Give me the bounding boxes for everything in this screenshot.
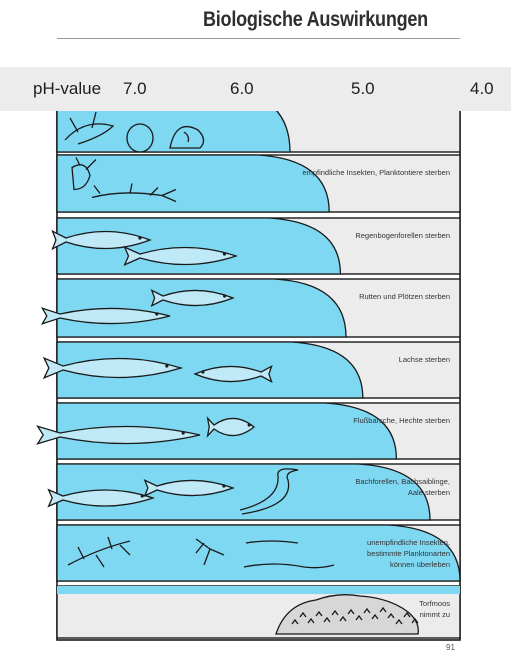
salmon-drawing-eye: [165, 364, 168, 367]
perch-drawing-eye: [248, 423, 251, 426]
pike-drawing-eye: [182, 431, 185, 434]
water-surface-strip: [57, 586, 460, 594]
panel-caption: Rutten und Plötzen sterben: [359, 292, 450, 301]
panel-caption: Regenbogenforellen sterben: [355, 231, 450, 240]
panel-burbot-roach: Rutten und Plötzen sterben: [42, 279, 460, 337]
salmon-drawing-2-eye: [201, 370, 204, 373]
rainbow-trout-drawing-eye: [138, 236, 141, 239]
panel-caption: Bachforellen, Bachsaiblinge,: [355, 477, 450, 486]
brook-trout-drawing-eye: [141, 494, 144, 497]
ph-label-6: 6.0: [230, 79, 254, 99]
rainbow-trout-drawing-2-eye: [223, 252, 226, 255]
ph-label-5: 5.0: [351, 79, 375, 99]
panel-tolerant-insects: unempfindliche Insekten, bestimmte Plankt…: [57, 525, 460, 581]
panel-caption: Flußbarsche, Hechte sterben: [353, 416, 450, 425]
panel-caption: können überleben: [390, 560, 450, 569]
panel-trout-char-eel: Bachforellen, Bachsaiblinge, Aale sterben: [49, 464, 460, 520]
panel-perch-pike: Flußbarsche, Hechte sterben: [38, 403, 460, 459]
panel-rainbow-trout: Regenbogenforellen sterben: [53, 218, 460, 274]
panel-salmon: Lachse sterben: [44, 342, 460, 398]
char-drawing-eye: [222, 484, 225, 487]
water-tolerance-zone: [57, 279, 346, 337]
ph-label-7: 7.0: [123, 79, 147, 99]
roach-drawing-eye: [223, 294, 226, 297]
ph-label-prefix: pH-value: [33, 79, 101, 99]
panel-caption: empfindliche Insekten, Planktontiere ste…: [302, 168, 450, 177]
panel-caption: unempfindliche Insekten,: [367, 538, 450, 547]
water-tolerance-zone: [57, 155, 329, 212]
panel-caption: Aale sterben: [408, 488, 450, 497]
panel-caption: Torfmoos: [419, 599, 450, 608]
burbot-drawing-eye: [155, 312, 158, 315]
panel-peat-moss: Torfmoos nimmt zu: [57, 586, 460, 638]
panel-caption: bestimmte Planktonarten: [367, 549, 450, 558]
panel-insects-plankton: empfindliche Insekten, Planktontiere ste…: [57, 155, 460, 212]
panel-caption: nimmt zu: [420, 610, 450, 619]
page-number: 91: [446, 643, 455, 652]
ph-scale-bar: pH-value 7.0 6.0 5.0 4.0: [0, 67, 511, 111]
panel-caption: Lachse sterben: [399, 355, 450, 364]
ph-label-4: 4.0: [470, 79, 494, 99]
